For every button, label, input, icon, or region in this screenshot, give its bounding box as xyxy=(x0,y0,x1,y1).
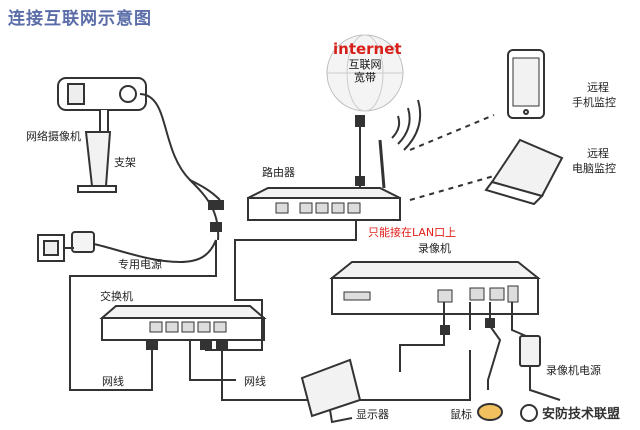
switch-icon xyxy=(99,305,267,341)
internet-label: internet 互联网 宽带 xyxy=(333,40,402,84)
laptop-icon xyxy=(484,138,564,206)
remote-pc-line2: 电脑监控 xyxy=(572,162,616,175)
camera-label: 网络摄像机 xyxy=(26,130,81,143)
diagram-title: 连接互联网示意图 xyxy=(8,9,152,29)
router-icon xyxy=(247,139,401,221)
monitor-label: 显示器 xyxy=(356,408,389,421)
remote-pc-line1: 远程 xyxy=(587,147,609,160)
cable-connector-icon xyxy=(208,200,224,210)
router-label: 路由器 xyxy=(262,166,295,179)
switch-label: 交换机 xyxy=(100,290,133,303)
power-outlet-icon xyxy=(37,231,217,264)
remote-phone-line1: 远程 xyxy=(587,81,609,94)
camera-icon xyxy=(57,77,147,193)
remote-pc-label: 远程 电脑监控 xyxy=(572,146,616,176)
recorder-power-label: 录像机电源 xyxy=(546,364,601,377)
cable-label-right: 网线 xyxy=(244,375,266,388)
watermark-text: 安防技术联盟 xyxy=(541,407,620,422)
remote-phone-label: 远程 手机监控 xyxy=(572,80,616,110)
bracket-label: 支架 xyxy=(114,156,136,169)
internet-globe-icon xyxy=(326,34,404,112)
monitor-icon xyxy=(300,358,362,424)
lan-note: 只能接在LAN口上 xyxy=(368,226,457,239)
mouse-icon xyxy=(477,403,503,421)
wifi-signal-icon xyxy=(391,99,422,151)
internet-line2: 宽带 xyxy=(354,71,376,84)
internet-line1: 互联网 xyxy=(348,58,382,71)
cable-label-left: 网线 xyxy=(102,375,124,388)
internet-word: internet xyxy=(333,40,402,58)
power-label: 专用电源 xyxy=(118,258,162,271)
smartphone-icon xyxy=(507,49,545,119)
recorder-icon xyxy=(329,261,541,315)
watermark: 安防技术联盟 xyxy=(519,403,620,422)
remote-phone-line2: 手机监控 xyxy=(572,96,616,109)
wechat-icon xyxy=(519,403,538,422)
recorder-power-adapter-icon xyxy=(519,335,541,367)
mouse-label: 鼠标 xyxy=(450,408,472,421)
recorder-label: 录像机 xyxy=(418,242,451,255)
